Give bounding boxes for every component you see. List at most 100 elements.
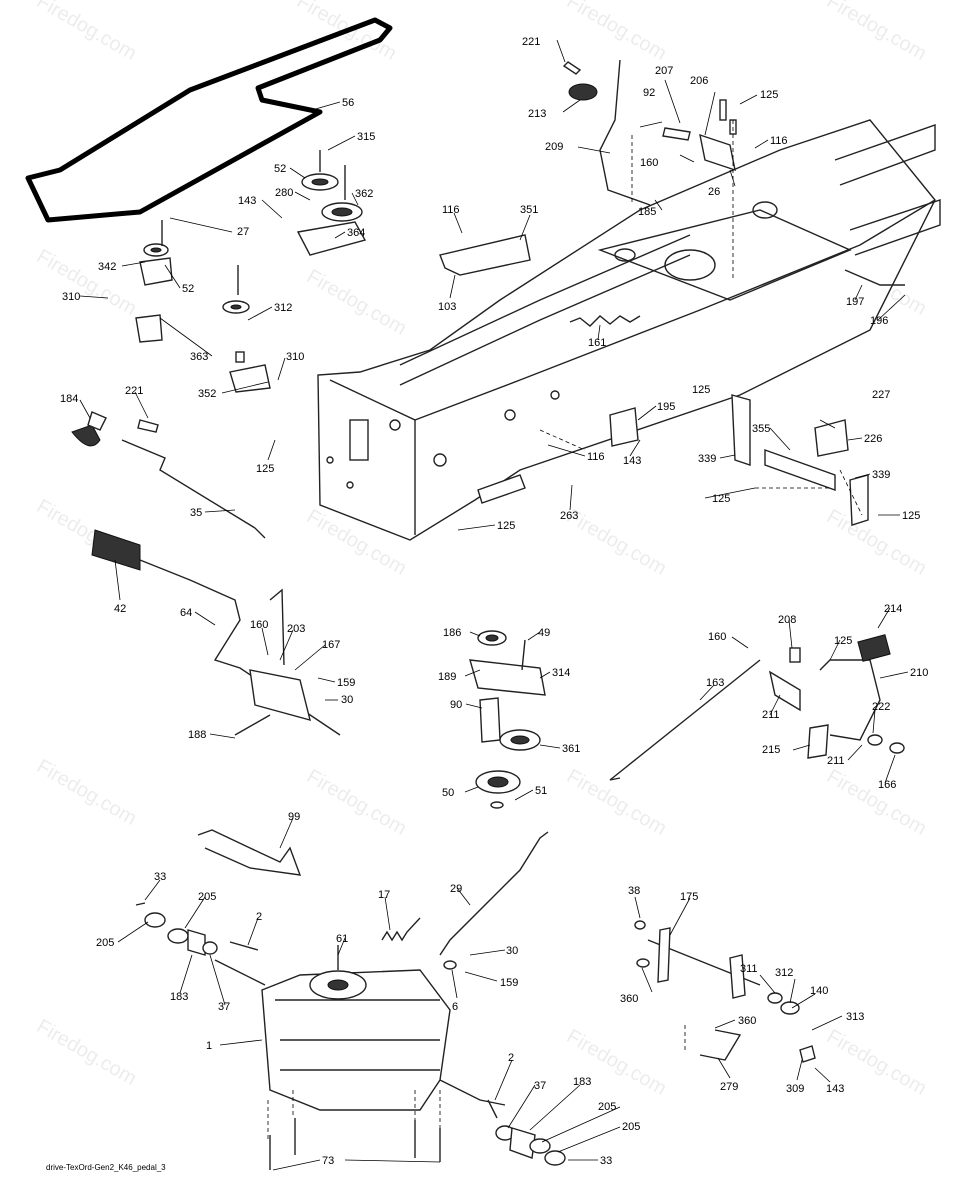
callout: 56 [342,97,354,109]
watermark-text: Firedog.com [563,1025,670,1100]
callout: 203 [287,623,305,635]
callout: 2 [508,1052,514,1064]
watermark-text: Firedog.com [303,265,410,340]
callout: 312 [274,302,292,314]
brake-shaft-assembly [634,920,816,1063]
callout: 183 [573,1076,591,1088]
callout: 38 [628,885,640,897]
callout: 159 [500,977,518,989]
callout: 163 [706,677,724,689]
callout: 312 [775,967,793,979]
watermark-text: Firedog.com [33,1015,140,1090]
callout: 215 [762,744,780,756]
right-axle-hardware [487,1099,566,1166]
bracket-351 [439,234,531,276]
callout: 311 [740,963,758,975]
callout: 90 [450,699,462,711]
callout: 364 [347,227,365,239]
transaxle [214,945,506,1111]
callout: 214 [884,603,902,615]
callout: 30 [341,694,353,706]
rod-29 [439,831,549,956]
callout: 49 [538,627,550,639]
leader-lines [79,39,909,1171]
callout: 209 [545,141,563,153]
callout: 140 [810,985,828,997]
rod-99 [197,829,302,876]
callout: 160 [250,619,268,631]
callout: 125 [834,635,852,647]
callout: 73 [322,1155,334,1167]
callout: 184 [60,393,78,405]
callout: 2 [256,911,262,923]
callout: 185 [638,206,656,218]
center-pulley-assembly [469,630,546,809]
callout: 37 [534,1080,546,1092]
diagram-code: drive-TexOrd-Gen2_K46_pedal_3 [46,1163,166,1172]
callout: 352 [198,388,216,400]
callout: 313 [846,1011,864,1023]
watermark-text: Firedog.com [563,765,670,840]
callout: 360 [620,993,638,1005]
callout: 125 [256,463,274,475]
callout: 26 [708,186,720,198]
drive-belt [25,17,393,223]
callout: 205 [198,891,216,903]
callout: 361 [562,743,580,755]
callout: 351 [520,204,538,216]
callout: 211 [762,709,780,721]
callout: 280 [275,187,293,199]
callout: 315 [357,131,375,143]
callout: 52 [182,283,194,295]
callout: 355 [752,423,770,435]
callout: 52 [274,163,286,175]
callout: 339 [698,453,716,465]
callout: 143 [238,195,256,207]
callout: 362 [355,188,373,200]
lift-rod-assembly [71,411,266,539]
callout: 175 [680,891,698,903]
callout: 125 [712,493,730,505]
callout: 211 [827,755,845,767]
callout: 33 [154,871,166,883]
pedal-assembly [91,529,341,736]
tractor-frame [317,119,941,541]
callout: 143 [623,455,641,467]
callout: 183 [170,991,188,1003]
callout: 1 [206,1040,212,1052]
callout: 210 [910,667,928,679]
bolts-73 [269,1118,441,1170]
shift-lever-assembly [562,59,737,206]
callout: 167 [322,639,340,651]
callout: 116 [770,135,788,147]
callout: 103 [438,301,456,313]
callout: 61 [336,933,348,945]
bracket-339-assembly [609,394,869,526]
watermark-text: Firedog.com [33,0,140,65]
callout: 92 [643,87,655,99]
watermark-text: Firedog.com [823,0,930,65]
callout: 205 [96,937,114,949]
callout: 125 [692,384,710,396]
watermark-text: Firedog.com [563,505,670,580]
callout: 116 [442,204,460,216]
watermark-text: Firedog.com [33,755,140,830]
callout: 213 [528,108,546,120]
callout: 360 [738,1015,756,1027]
callout: 310 [62,291,80,303]
callout: 205 [598,1101,616,1113]
callout: 363 [190,351,208,363]
callout: 339 [872,469,890,481]
callout: 99 [288,811,300,823]
callout: 42 [114,603,126,615]
callout: 227 [872,389,890,401]
callout: 166 [878,779,896,791]
callout: 309 [786,1083,804,1095]
callout: 221 [522,36,540,48]
spring-17 [381,917,421,942]
callout: 188 [188,729,206,741]
callout: 197 [846,296,864,308]
callout: 342 [98,261,116,273]
callout: 37 [218,1001,230,1013]
callout: 263 [560,510,578,522]
